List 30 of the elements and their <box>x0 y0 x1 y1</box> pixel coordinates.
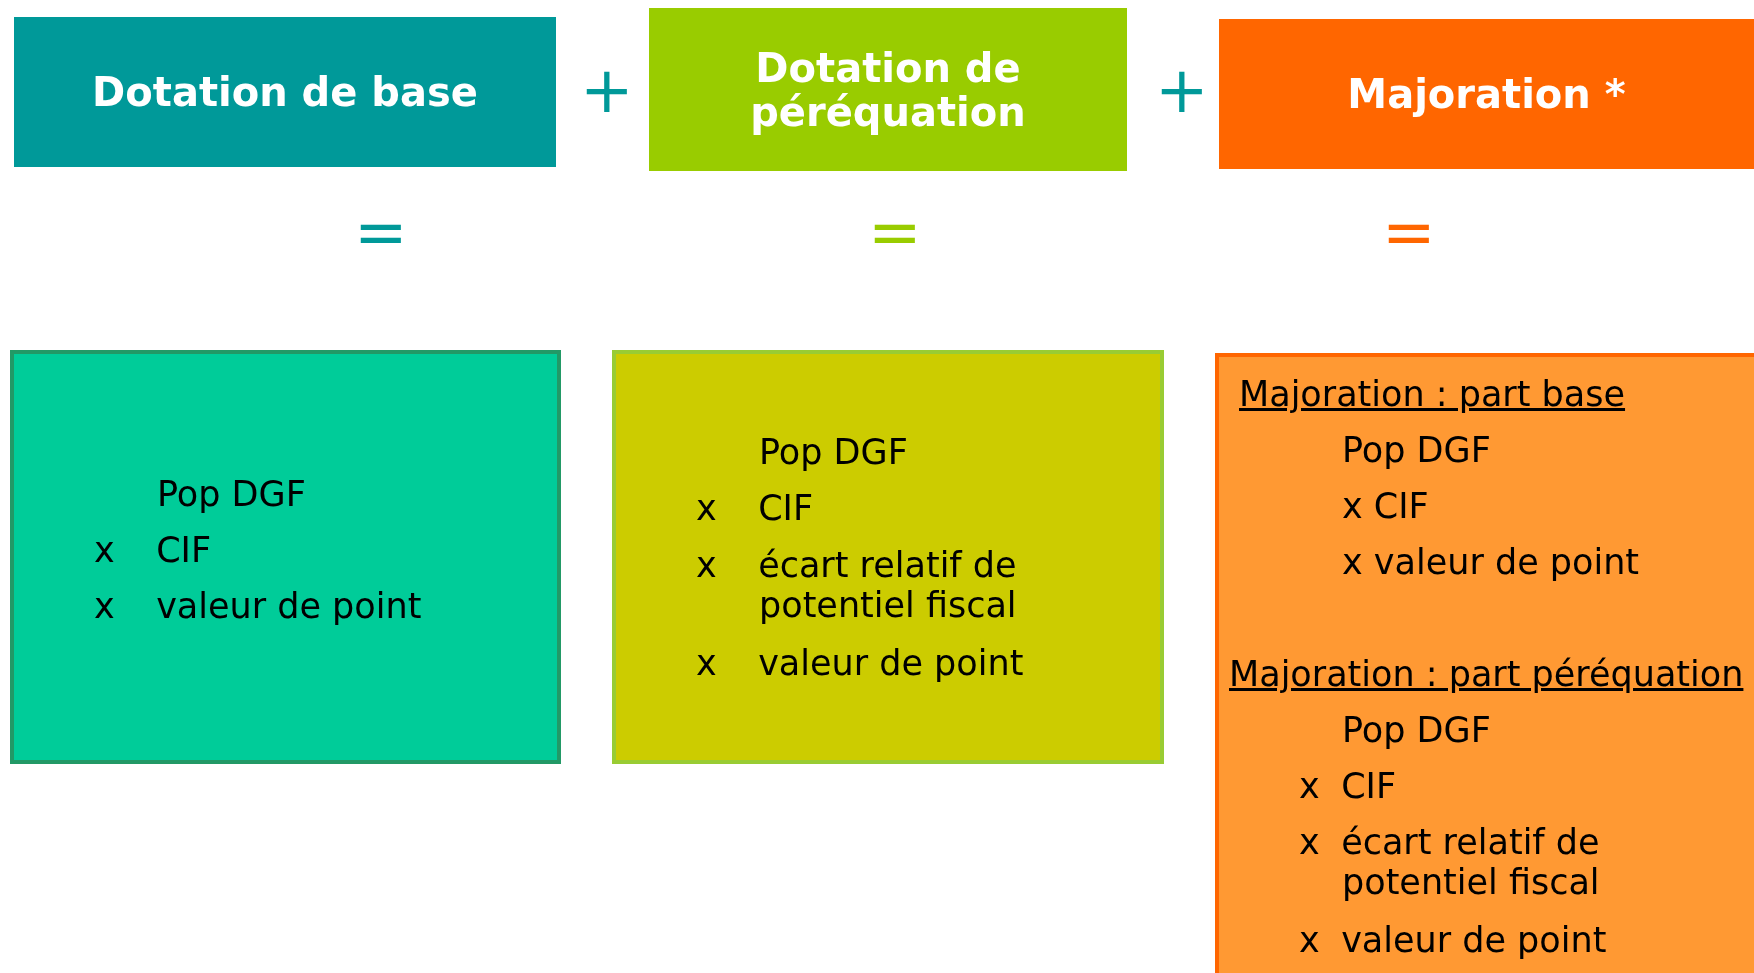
equalization-allocation-header <box>649 8 1127 171</box>
formula-panel <box>1215 353 1754 973</box>
formula-line: Pop DGF <box>157 474 307 515</box>
section-heading: Majoration : part base <box>1239 374 1626 415</box>
increase-header <box>1219 19 1754 169</box>
plus-sign: + <box>1155 58 1209 122</box>
formula-line: x écart relatif de potentiel fiscal <box>1299 822 1601 903</box>
plus-sign: + <box>580 58 634 122</box>
header-text: Majoration * <box>1347 72 1626 116</box>
formula-line: Pop DGF <box>759 432 909 473</box>
formula-line: Pop DGF <box>1342 430 1492 471</box>
header-text: Dotation de péréquation <box>749 45 1027 134</box>
formula-line: x CIF <box>1299 766 1398 807</box>
formula-line: x valeur de point <box>1342 542 1641 583</box>
base-allocation-header <box>14 17 556 167</box>
formula-line: x valeur de point <box>696 643 1025 684</box>
equals-sign: = <box>1382 200 1436 264</box>
formula-panel <box>10 350 561 764</box>
formula-line: x valeur de point <box>94 586 423 627</box>
formula-line: x écart relatif de potentiel fiscal <box>696 545 1018 626</box>
formula-panel <box>612 350 1164 764</box>
formula-line: x valeur de point <box>1299 920 1608 961</box>
header-text: Dotation de base <box>92 70 478 114</box>
formula-line: x CIF <box>1342 486 1430 527</box>
section-heading: Majoration : part péréquation <box>1229 654 1744 695</box>
formula-line: x CIF <box>696 488 815 529</box>
equals-sign: = <box>354 200 408 264</box>
equals-sign: = <box>868 200 922 264</box>
formula-line: x CIF <box>94 530 213 571</box>
formula-line: Pop DGF <box>1342 710 1492 751</box>
